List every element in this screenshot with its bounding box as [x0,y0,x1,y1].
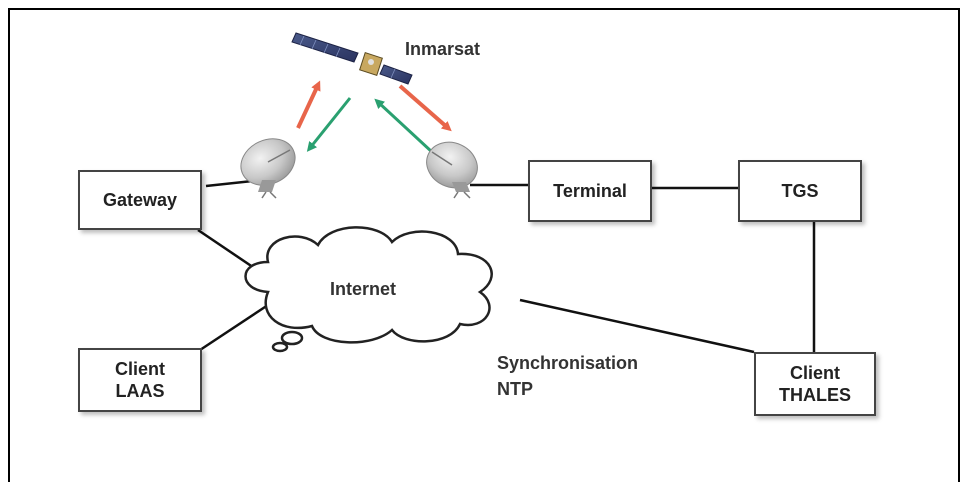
satellite-dish-left-icon [240,138,296,199]
outer-frame [8,8,960,482]
uplink-arrow-left [296,80,321,129]
downlink-arrow-right [398,84,452,132]
client-laas-label-line1: Client [114,359,165,379]
tgs-node: TGS [738,160,862,222]
satellite-label: Inmarsat [405,39,481,59]
terminal-node: Terminal [528,160,652,222]
internet-cloud-icon [244,226,493,353]
client-thales-node: Client THALES [754,352,876,416]
client-thales-label-line2: THALES [779,385,851,405]
internet-label: Internet [330,279,397,299]
sync-label-line2: NTP [497,379,533,399]
client-laas-node: Client LAAS [78,348,202,412]
client-laas-label-line2: LAAS [115,381,165,401]
satellite-dish-right-icon [426,141,478,199]
gateway-node: Gateway [78,170,202,230]
uplink-arrow-right [374,98,434,154]
link-laas-internet [199,303,269,352]
sync-label-line1: Synchronisation [497,353,639,373]
gateway-label: Gateway [102,190,178,210]
tgs-label: TGS [781,181,819,201]
client-thales-label-line1: Client [789,363,840,383]
downlink-arrow-left [306,97,352,152]
link-internet-thales [519,298,755,354]
terminal-label: Terminal [553,181,627,201]
satellite-icon [291,32,413,85]
